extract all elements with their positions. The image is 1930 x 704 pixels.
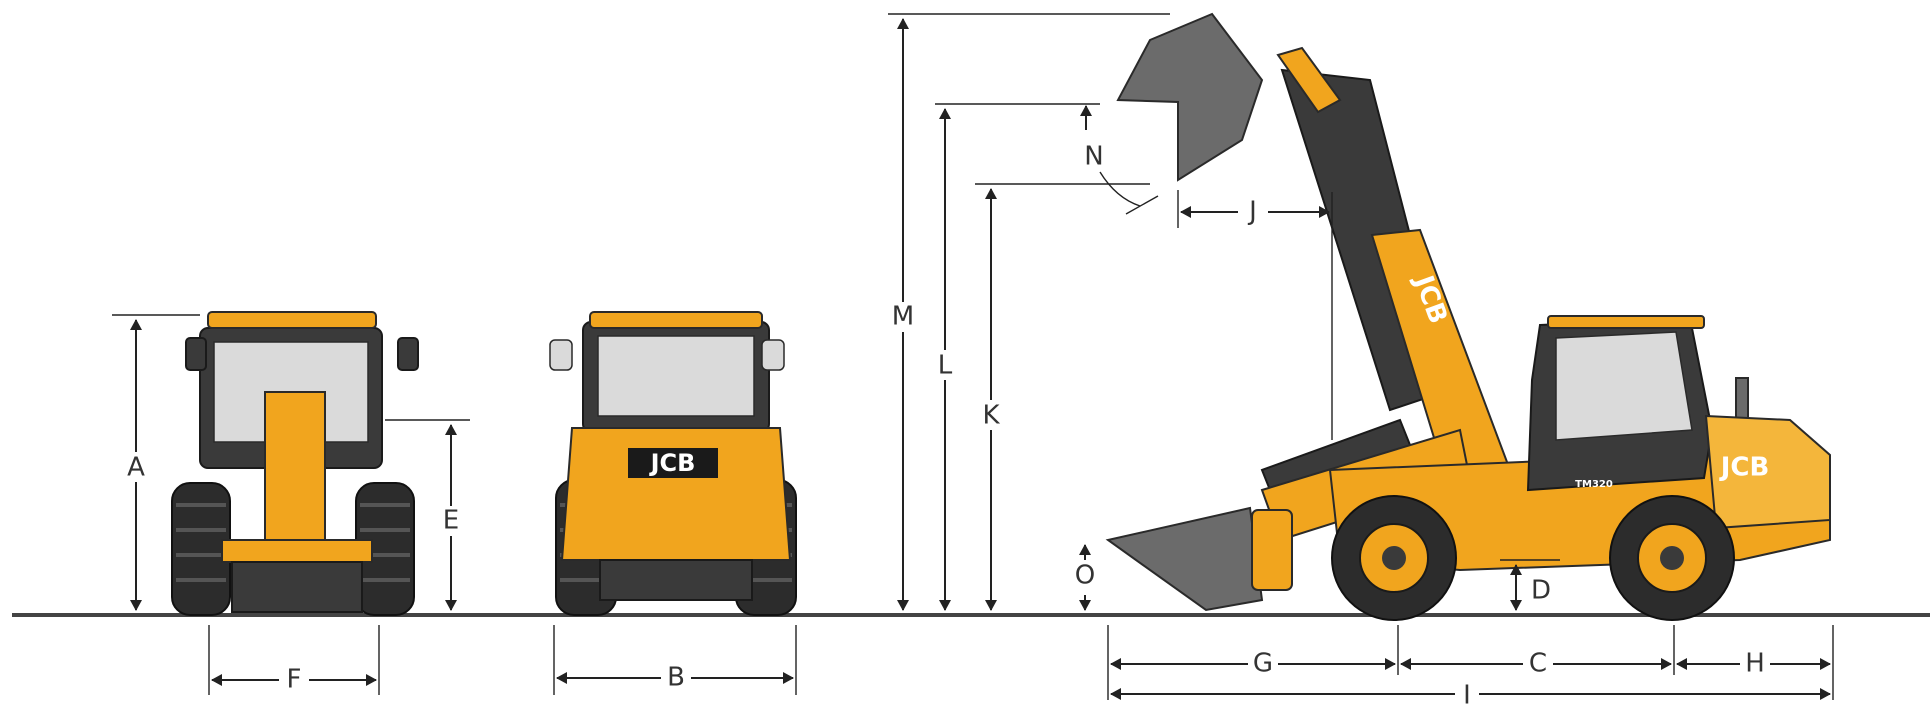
- side-rear-hub: [1660, 546, 1684, 570]
- engine-hood: [1704, 414, 1831, 530]
- label-I: I: [1463, 681, 1471, 704]
- side-roof: [1547, 315, 1705, 329]
- front-boom: [264, 391, 326, 543]
- dimension-G: G: [1110, 649, 1396, 679]
- label-J: J: [1247, 197, 1257, 227]
- front-left-mirror: [185, 337, 207, 371]
- label-H: H: [1745, 649, 1765, 679]
- rear-engine-cover: [560, 427, 792, 561]
- raised-bucket: [1116, 12, 1264, 182]
- label-K: K: [982, 401, 1000, 431]
- rear-window: [597, 335, 755, 417]
- front-chassis: [231, 561, 363, 613]
- label-E: E: [443, 506, 459, 536]
- lowered-bucket: [1105, 506, 1264, 612]
- side-brand-logo: JCB: [1719, 453, 1770, 483]
- dimension-O: O: [1075, 544, 1095, 611]
- dimension-D: D: [1500, 559, 1560, 611]
- dimension-E: E: [385, 419, 470, 611]
- bottom-extension-lines: [1107, 625, 1834, 700]
- label-M: M: [892, 302, 914, 332]
- label-F: F: [287, 665, 302, 695]
- rear-right-mirror: [761, 339, 785, 371]
- front-axle: [221, 539, 373, 563]
- dimension-K: K: [975, 183, 1150, 611]
- label-D: D: [1531, 576, 1551, 606]
- rear-chassis: [599, 559, 753, 601]
- rear-brand-logo: JCB: [649, 449, 696, 477]
- side-front-hub: [1382, 546, 1406, 570]
- boom-head: [1276, 46, 1342, 114]
- dimension-N: N: [1080, 105, 1159, 215]
- label-N: N: [1084, 142, 1103, 172]
- bucket-linkage: [1251, 509, 1293, 591]
- front-right-mirror: [397, 337, 419, 371]
- label-G: G: [1253, 649, 1273, 679]
- rear-logo-plate: [628, 448, 718, 478]
- dimension-H: H: [1676, 649, 1831, 679]
- label-O: O: [1075, 561, 1095, 591]
- rear-view: JCB: [549, 311, 797, 616]
- dimension-I: I: [1110, 681, 1831, 704]
- dimension-M: M: [888, 13, 1170, 611]
- dimension-B: B: [553, 625, 797, 695]
- rear-left-mirror: [549, 339, 573, 371]
- label-L: L: [938, 351, 953, 381]
- front-roof: [207, 311, 377, 329]
- rear-roof: [589, 311, 763, 329]
- dimension-L: L: [933, 103, 1100, 611]
- dimension-A: A: [112, 314, 200, 611]
- label-A: A: [127, 453, 145, 483]
- label-C: C: [1529, 649, 1547, 679]
- dimension-F: F: [208, 625, 380, 695]
- dimension-J: J: [1177, 190, 1333, 440]
- label-B: B: [667, 663, 685, 693]
- side-cab-window: [1555, 331, 1693, 441]
- model-badge: TM320: [1575, 479, 1613, 490]
- dimension-C: C: [1400, 649, 1672, 679]
- front-view: [171, 311, 419, 616]
- side-view: JCB JCB JCB TM320: [1105, 12, 1831, 621]
